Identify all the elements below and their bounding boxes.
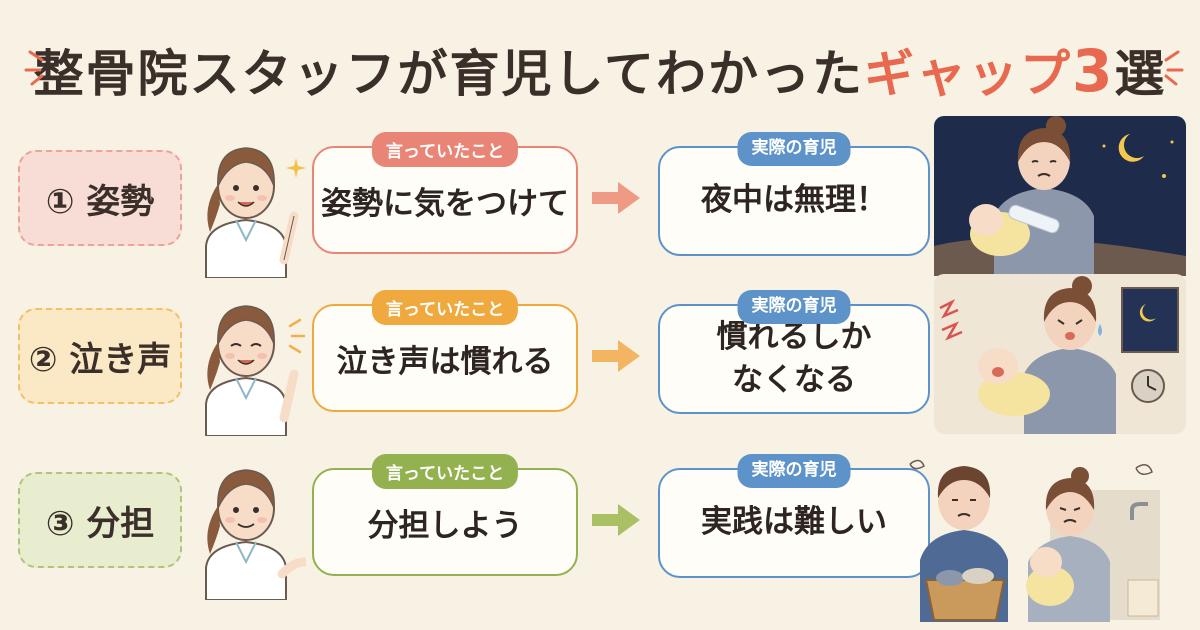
- said-bubble: 言っていたこと 姿勢に気をつけて: [312, 132, 578, 254]
- arrow-right-icon: [592, 182, 640, 214]
- gap-row-1: ① 姿勢 言っていたこと 姿勢に気をつけて 実際の育児 夜中は無理！: [0, 116, 1200, 278]
- real-text-line1: 夜中は無理！: [701, 182, 887, 219]
- real-text-line1: 慣れるしか: [716, 318, 872, 355]
- real-tag: 実際の育児: [737, 454, 851, 488]
- said-bubble: 言っていたこと 分担しよう: [312, 454, 578, 576]
- title-accent: ギャップ: [864, 45, 1073, 103]
- gap-row-2: ② 泣き声 言っていたこと 泣き声は慣れる 実際の育児 慣れるしか なくなる: [0, 274, 1200, 436]
- said-text: 泣き声は慣れる: [336, 343, 554, 380]
- row-label: ② 泣き声: [18, 308, 182, 404]
- staff-illustration: [205, 469, 306, 600]
- said-text: 姿勢に気をつけて: [321, 185, 569, 222]
- real-text-line1: 実践は難しい: [701, 504, 887, 541]
- tired-parents-laundry: [909, 459, 1160, 622]
- mother-with-crying-baby: [934, 274, 1186, 434]
- sparkle-right-icon: [1164, 50, 1184, 86]
- real-tag: 実際の育児: [737, 132, 851, 166]
- row-label: ① 姿勢: [18, 150, 182, 246]
- mother-feeding-at-night: [934, 116, 1186, 276]
- arrow-right-icon: [592, 340, 640, 372]
- said-tag: 言っていたこと: [371, 454, 519, 489]
- said-tag: 言っていたこと: [371, 132, 519, 167]
- real-bubble: 実際の育児 実践は難しい: [658, 454, 930, 578]
- title-main: 整骨院スタッフが育児してわかった: [33, 45, 865, 103]
- title-suffix: 選: [1114, 45, 1167, 103]
- staff-illustration: [205, 147, 306, 278]
- sparkle-left-icon: [24, 50, 44, 86]
- arrow-right-icon: [592, 504, 640, 536]
- said-bubble: 言っていたこと 泣き声は慣れる: [312, 290, 578, 412]
- row-label: ③ 分担: [18, 472, 182, 568]
- staff-illustration: [205, 305, 306, 436]
- gap-row-3: ③ 分担 言っていたこと 分担しよう 実際の育児 実践は難しい: [0, 450, 1200, 622]
- page-title: 整骨院スタッフが育児してわかったギャップ3選: [0, 26, 1200, 116]
- said-tag: 言っていたこと: [371, 290, 519, 325]
- title-number: 3: [1072, 37, 1115, 105]
- real-bubble: 実際の育児 夜中は無理！: [658, 132, 930, 256]
- real-tag: 実際の育児: [737, 290, 851, 324]
- said-text: 分担しよう: [367, 507, 523, 544]
- real-text-line2: なくなる: [732, 362, 856, 398]
- real-bubble: 実際の育児 慣れるしか なくなる: [658, 290, 930, 414]
